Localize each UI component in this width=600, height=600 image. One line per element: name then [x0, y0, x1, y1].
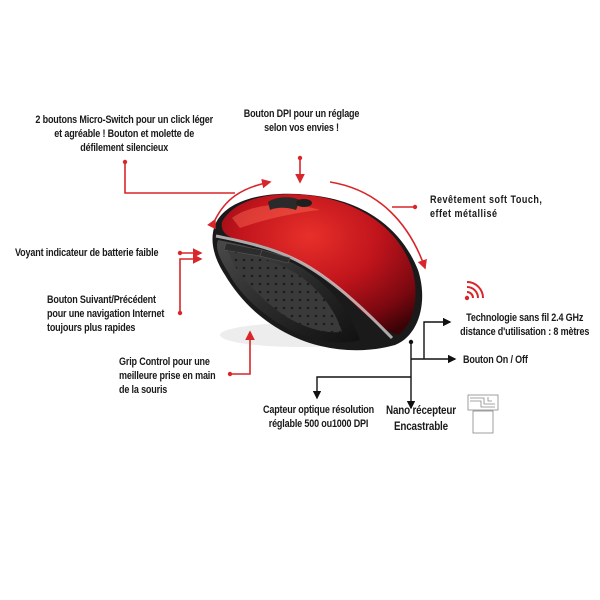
callout-grip-control: Grip Control pour une meilleure prise en… — [119, 356, 216, 396]
callout-dpi-button: Bouton DPI pour un réglage selon vos env… — [243, 108, 360, 134]
callout-nano-receiver: Nano récepteur Encastrable — [385, 403, 456, 433]
callout-wireless-tech: Technologie sans fil 2.4 GHz distance d'… — [460, 312, 590, 338]
callout-battery-indicator: Voyant indicateur de batterie faible — [15, 247, 159, 259]
callout-microswitch: 2 boutons Micro-Switch pour un click lég… — [35, 114, 213, 154]
callout-on-off-button: Bouton On / Off — [463, 354, 528, 366]
black-connector-lines — [312, 317, 457, 410]
wireless-signal-icon — [464, 281, 484, 301]
red-callout-lines — [122, 155, 427, 377]
nano-receiver-icon — [467, 394, 499, 434]
callout-soft-touch-coating: Revêtement soft Touch, effet métallisé — [430, 194, 543, 220]
callout-nav-buttons: Bouton Suivant/Précédent pour une naviga… — [47, 294, 165, 334]
callout-optical-sensor: Capteur optique résolution réglable 500 … — [262, 404, 374, 430]
mouse-illustration — [212, 193, 423, 351]
